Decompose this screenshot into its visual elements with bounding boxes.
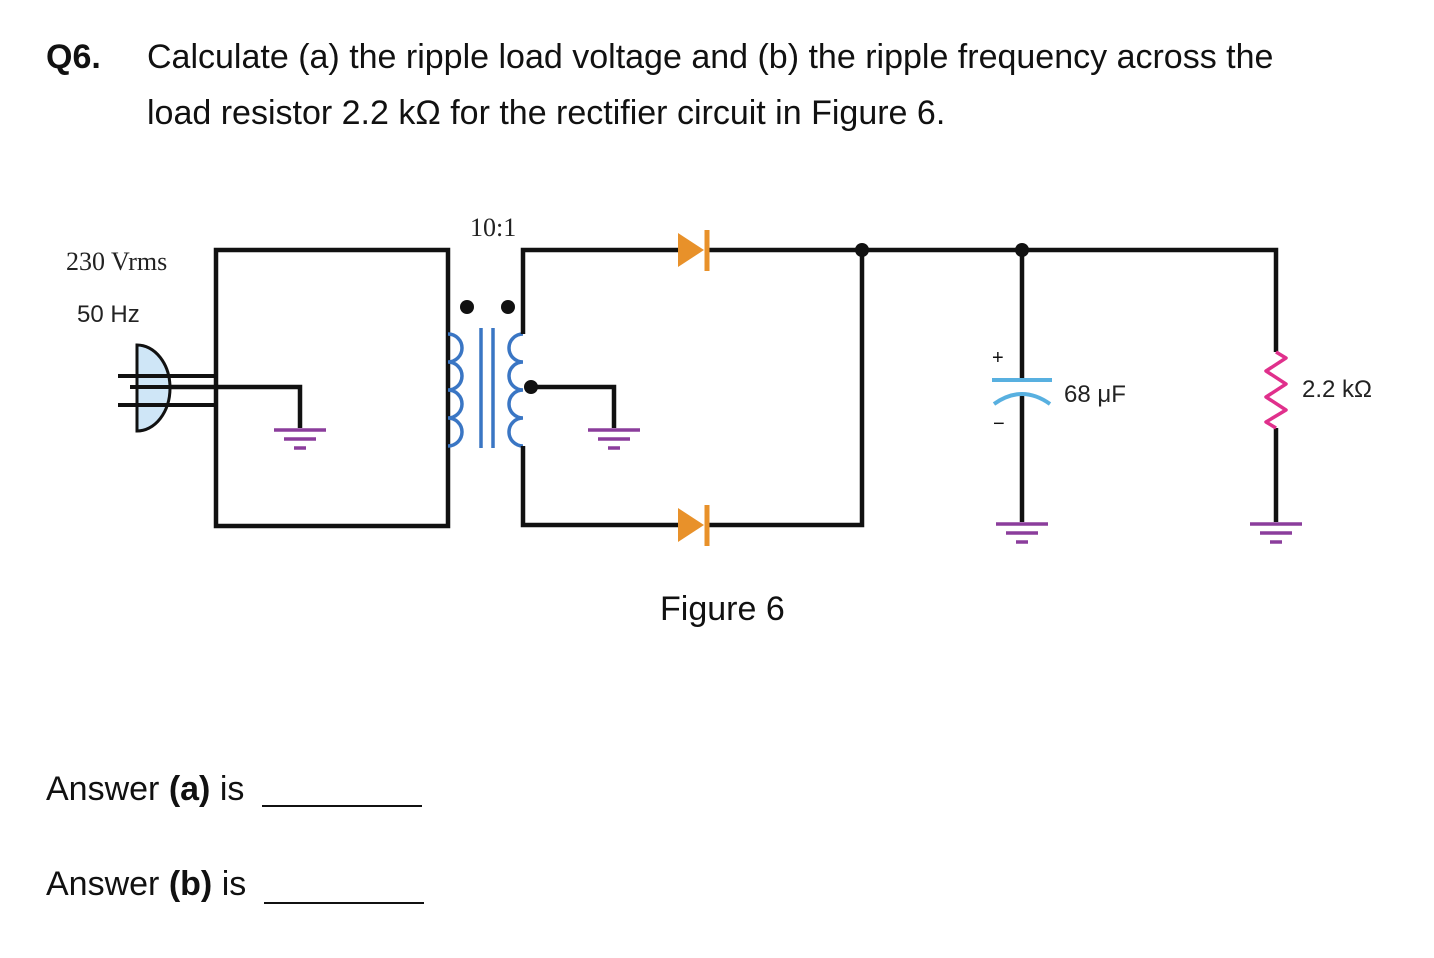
question-text-line1: Calculate (a) the ripple load voltage an… — [147, 38, 1274, 76]
source-frequency-label: 50 Hz — [77, 301, 140, 328]
ac-plug-icon — [118, 343, 216, 433]
answer-b-blank[interactable] — [264, 902, 424, 904]
capacitor-icon — [992, 378, 1052, 406]
junction-dot — [855, 243, 869, 257]
capacitor-value-label: 68 μF — [1064, 381, 1126, 408]
capacitor-minus-label: − — [993, 413, 1005, 435]
question-number: Q6. — [46, 38, 101, 76]
junction-dot — [524, 380, 538, 394]
diode-icon — [678, 505, 710, 546]
ground-icon — [274, 428, 326, 450]
diode-icon — [678, 230, 710, 271]
ground-icon — [996, 522, 1048, 544]
resistor-icon — [1264, 350, 1288, 430]
turns-ratio-label: 10:1 — [470, 213, 516, 242]
question-text-line2: load resistor 2.2 kΩ for the rectifier c… — [147, 94, 946, 132]
source-voltage-label: 230 Vrms — [66, 247, 167, 276]
transformer-icon — [447, 300, 524, 448]
answer-a-label: Answer (a) is — [46, 770, 245, 808]
secondary-wiring — [520, 247, 1279, 528]
answer-b-label: Answer (b) is — [46, 865, 247, 903]
junction-dot — [1015, 243, 1029, 257]
figure-caption: Figure 6 — [660, 590, 785, 628]
ground-icon — [588, 428, 640, 450]
ground-icon — [1250, 522, 1302, 544]
primary-wiring — [170, 247, 451, 529]
answer-a-blank[interactable] — [262, 805, 422, 807]
capacitor-plus-label: + — [992, 347, 1004, 369]
resistor-value-label: 2.2 kΩ — [1302, 376, 1372, 403]
